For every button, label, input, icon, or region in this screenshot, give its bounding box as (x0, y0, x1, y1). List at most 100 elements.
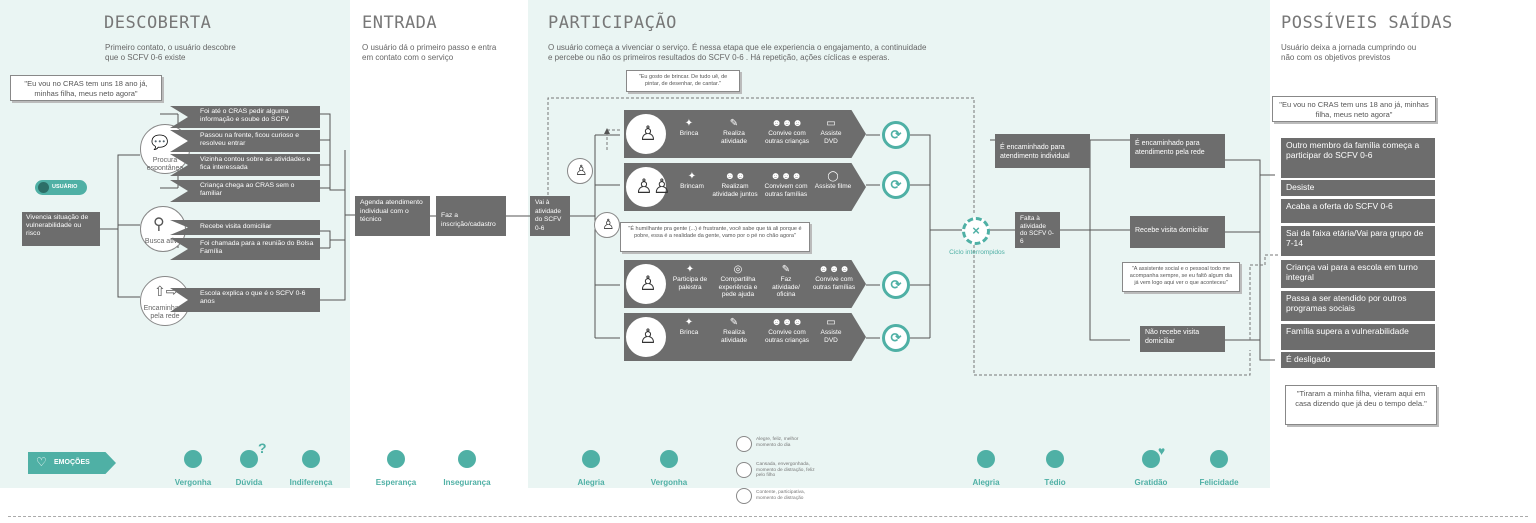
emotion-face (240, 450, 258, 468)
child-figure-circle: ♙ (567, 158, 593, 184)
discovery-item: Escola explica o que é o SCFV 0-6 anos (170, 288, 320, 312)
falta-box: Falta à atividade do SCFV 0-6 (1015, 212, 1060, 248)
activity: ☻☻Realizam atividade juntos (712, 171, 758, 198)
activity: ✦Participa de palestra (668, 264, 712, 291)
row-figure-circle: ♙ (626, 317, 666, 357)
phase-title-participacao: PARTICIPAÇÃO (548, 13, 677, 33)
adult-figure-circle: ♙ (594, 212, 620, 238)
adult-icon: ♙ (602, 216, 615, 232)
play-icon: ✦ (687, 171, 697, 182)
nao-recebe-visita: Não recebe visita domiciliar (1140, 326, 1225, 352)
arrows-icon: ⇧⇨ (154, 283, 178, 299)
encaminhado-rede: É encaminhado para atendimento pela rede (1130, 134, 1225, 168)
activity: ☻☻☻Convivem com outras famílias (760, 171, 812, 198)
busca-label: Busca ativa (144, 238, 182, 245)
emotion-label: Insegurança (443, 478, 491, 487)
heart-icon: ♡ (36, 455, 47, 469)
legend-text: Alegre, feliz, melhor momento do dia (756, 437, 799, 448)
phase-desc-saidas: Usuário deixa a jornada cumprindo ou não… (1281, 43, 1417, 62)
families-icon: ☻☻☻ (818, 264, 850, 275)
tv-icon: ▭ (826, 317, 836, 328)
magnifier-icon: ⚲ (153, 216, 165, 233)
row-figure-circle: ♙♙ (626, 167, 671, 207)
pencil-icon: ✎ (729, 118, 739, 129)
exit-item: É desligado (1281, 352, 1435, 368)
encaminhado-individual: É encaminhado para atendimento individua… (995, 134, 1090, 168)
child-icon: ♙ (575, 162, 588, 178)
emotion-face (582, 450, 600, 468)
legend-family-icon (736, 488, 752, 504)
phase-desc-descoberta: Primeiro contato, o usuário descobre que… (105, 43, 236, 62)
emotion-label: Tédio (1044, 478, 1066, 487)
activity: ✎Realiza atividade (712, 118, 756, 145)
puzzle-icon: ✦ (684, 118, 694, 129)
row-figure-circle: ♙ (626, 114, 666, 154)
activity: ✎Faz atividade/ oficina (766, 264, 806, 299)
phase-desc-participacao: O usuário começa a vivenciar o serviço. … (548, 43, 927, 62)
emotion-label: Felicidade (1199, 478, 1239, 487)
discovery-item: Recebe visita domiciliar (170, 220, 320, 235)
recebe-visita: Recebe visita domiciliar (1130, 216, 1225, 248)
woman-icon: ♙ (639, 273, 657, 295)
legend-text: Contente, participativa, momento de dist… (756, 490, 806, 501)
families-icon: ☻☻☻ (770, 171, 802, 182)
emotion-face (458, 450, 476, 468)
row-figure-circle: ♙ (626, 264, 666, 304)
phase-title-saidas: POSSÍVEIS SAÍDAS (1281, 13, 1453, 33)
emotion-label: Vergonha (650, 478, 688, 487)
legend-text: Cansada, envergonhada, momento de distra… (756, 462, 815, 478)
exit-item: Outro membro da família começa a partici… (1281, 138, 1435, 178)
activity: ◯Assiste filme (814, 171, 852, 190)
start-box: Vivencia situação de vulnerabilidade ou … (22, 212, 100, 246)
legend-adult-icon (736, 462, 752, 478)
emotion-label: Alegria (577, 478, 605, 487)
puzzle-icon: ✦ (684, 317, 694, 328)
kids-icon: ☻☻☻ (771, 317, 803, 328)
cycle-interrupted-label: Ciclo interrompidos (949, 249, 1005, 256)
user-icon (38, 182, 49, 193)
cycle-icon: ⟳ (882, 271, 910, 299)
activity: ✎Realiza atividade (712, 317, 756, 344)
workshop-icon: ✎ (781, 264, 791, 275)
encaminhado-label: Encaminhado pela rede (143, 305, 187, 320)
family-icon: ♙♙ (635, 176, 671, 198)
exit-item: Acaba a oferta do SCFV 0-6 (1281, 199, 1435, 223)
discovery-item: Passou na frente, ficou curioso e resolv… (170, 130, 320, 152)
phase-title-descoberta: DESCOBERTA (104, 13, 212, 33)
exit-item: Criança vai para a escola em turno integ… (1281, 260, 1435, 288)
phase-desc-entrada: O usuário dá o primeiro passo e entra em… (362, 43, 497, 62)
discovery-item: Criança chega ao CRAS sem o familiar (170, 180, 320, 202)
discovery-item: Foi até o CRAS pedir alguma informação e… (170, 106, 320, 128)
activity: ☻☻☻Convive com outras famílias (808, 264, 860, 291)
quote-assistente: "A assistente social e o pessoal todo me… (1122, 262, 1240, 292)
exit-item: Família supera a vulnerabilidade (1281, 324, 1435, 350)
emotion-label: Esperança (375, 478, 417, 487)
legend-child-icon (736, 436, 752, 452)
share-icon: ◎ (733, 264, 743, 275)
cycle-icon: ⟳ (882, 171, 910, 199)
procura-label: Procura espontânea (146, 157, 184, 172)
emotion-face (302, 450, 320, 468)
tv-icon: ▭ (826, 118, 836, 129)
emotions-badge: ♡ EMOÇÕES (28, 452, 116, 474)
entrada-step: Agenda atendimento individual com o técn… (355, 196, 430, 236)
activity: ▭Assiste DVD (814, 118, 848, 145)
emotion-label: Vergonha (174, 478, 212, 487)
discovery-item: Foi chamada para a reunião do Bolsa Famí… (170, 238, 320, 260)
discovery-item: Vizinha contou sobre as atividades e fic… (170, 154, 320, 176)
activity: ▭Assiste DVD (814, 317, 848, 344)
child-icon: ♙ (639, 326, 657, 348)
exit-item: Sai da faixa etária/Vai para grupo de 7-… (1281, 226, 1435, 256)
entrada-step: Vai à atividade do SCFV 0-6 (530, 196, 570, 236)
emotion-label: Gratidão (1134, 478, 1168, 487)
emotion-face (1210, 450, 1228, 468)
emotion-face (387, 450, 405, 468)
quote-brincar: "Eu gosto de brincar. De tudo uê, de pin… (626, 70, 740, 92)
activity: ✦Brinca (672, 118, 706, 138)
quote-desligado: "Tiraram a minha filha, vieram aqui em c… (1285, 385, 1437, 425)
quote-descoberta: "Eu vou no CRAS tem uns 18 ano já, minha… (10, 75, 162, 101)
bottom-divider (8, 516, 1528, 517)
question-mark: ? (258, 440, 267, 456)
emotion-face (660, 450, 678, 468)
emotion-face (977, 450, 995, 468)
